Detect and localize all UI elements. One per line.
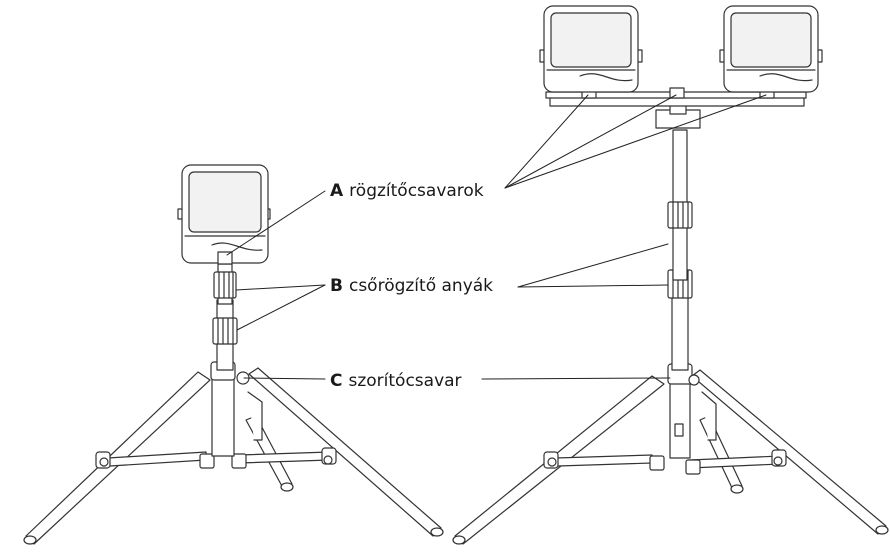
label-a-letter: A [330,181,344,201]
label-a-text: rögzítőcsavarok [349,181,484,201]
twin-light-tripod [452,5,889,545]
left-pole [210,263,250,457]
right-pole [655,99,701,459]
label-c-letter: C [330,371,343,391]
left-tripod-braces [95,391,337,469]
left-floodlight [177,164,271,265]
label-b-text: csőrögzítő anyák [348,276,494,296]
label-c-text: szorítócsavar [348,371,462,391]
leader-lines [226,94,767,380]
right-floodlight-2 [719,5,823,93]
label-b-letter: B [330,276,343,296]
single-light-tripod [23,164,444,545]
right-floodlight-1 [539,5,643,93]
right-tripod-braces [543,391,787,475]
